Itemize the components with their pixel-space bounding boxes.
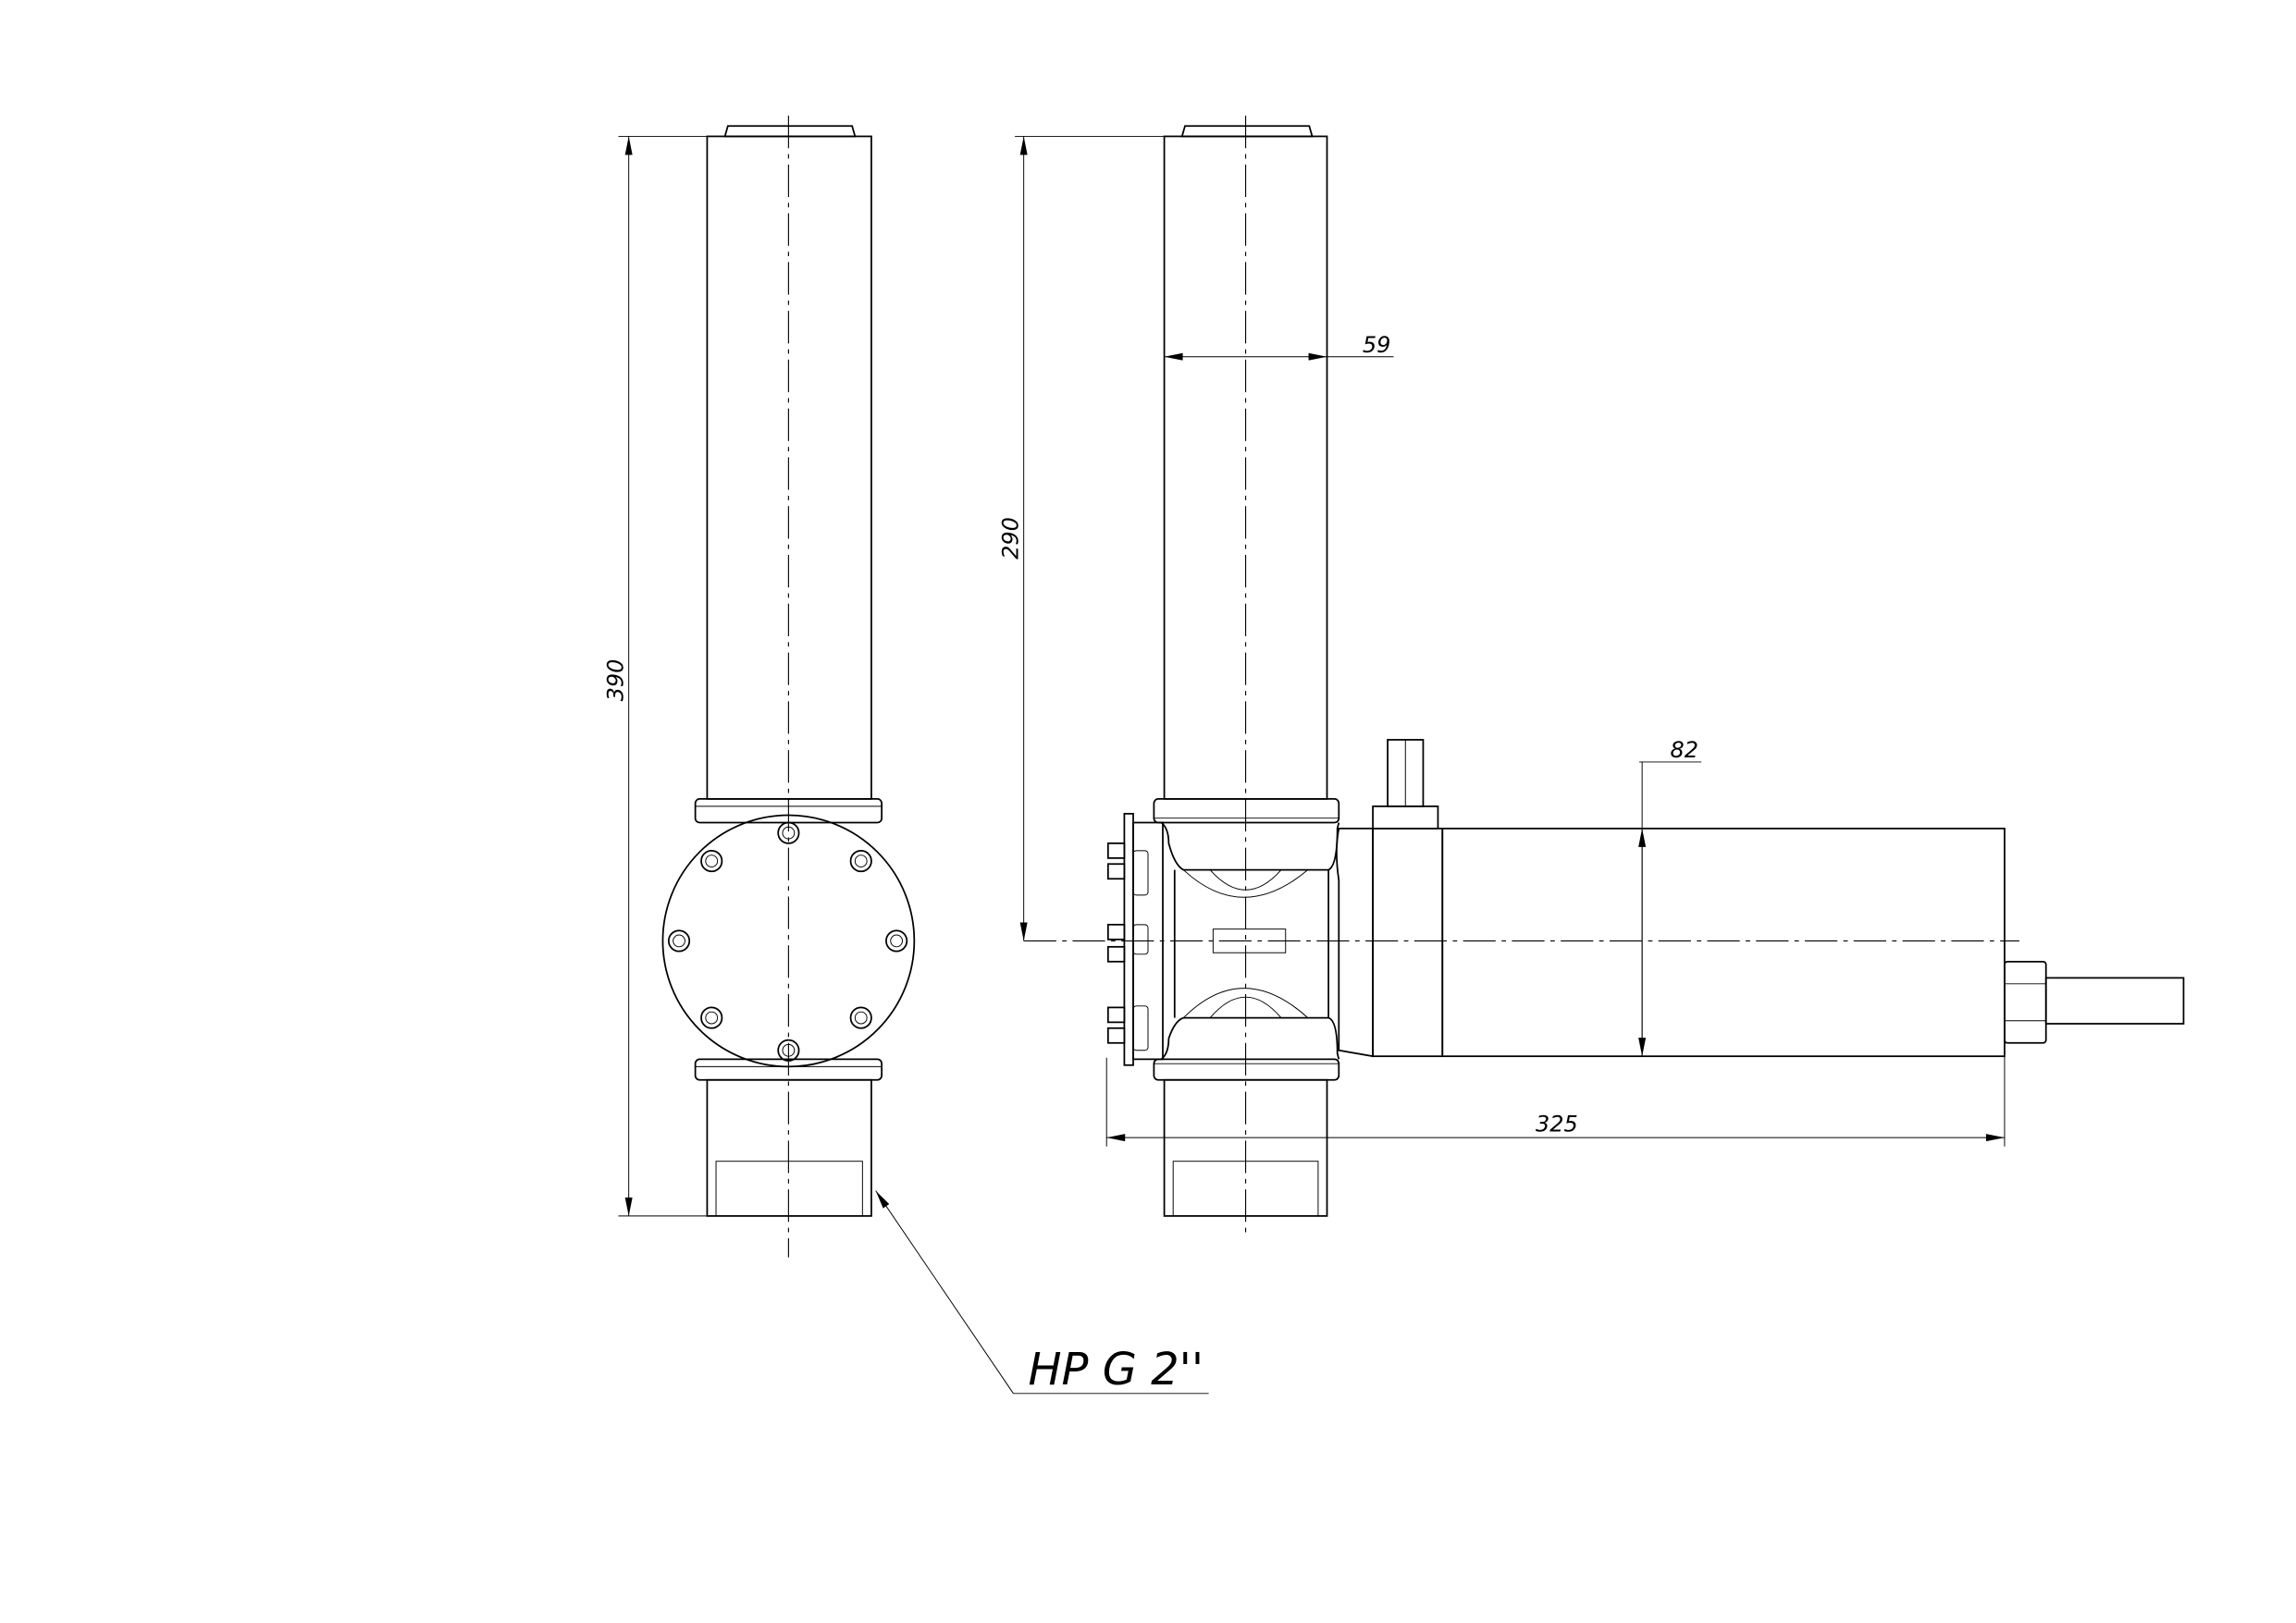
- motor-flange: [1372, 828, 1444, 1058]
- side-view: 290 59 82 325: [997, 116, 2185, 1236]
- front-view: 390 HP G 2'': [602, 116, 1209, 1396]
- dim-390: 390: [602, 659, 628, 702]
- motor-housing: [1441, 828, 2006, 1058]
- tube-cap: [723, 125, 857, 138]
- terminal-nut: [1372, 805, 1439, 830]
- cable-gland: [2004, 960, 2047, 1044]
- filter-tube: [706, 135, 872, 800]
- coupling: [1336, 828, 1374, 1058]
- dim-325: 325: [1536, 1112, 1578, 1137]
- thread-callout: HP G 2'': [1028, 1344, 1204, 1396]
- thread-leader: [875, 1190, 1014, 1395]
- flange-plate: [1123, 813, 1134, 1066]
- outlet-pipe: [706, 1078, 872, 1217]
- dim-59: 59: [1363, 332, 1391, 358]
- power-cable: [2044, 977, 2185, 1025]
- dim-82: 82: [1671, 737, 1698, 763]
- thread-section: [715, 1161, 863, 1217]
- dim-290: 290: [997, 517, 1023, 559]
- bolt-heads: [1106, 842, 1149, 1051]
- cover-bolts: [667, 821, 908, 1062]
